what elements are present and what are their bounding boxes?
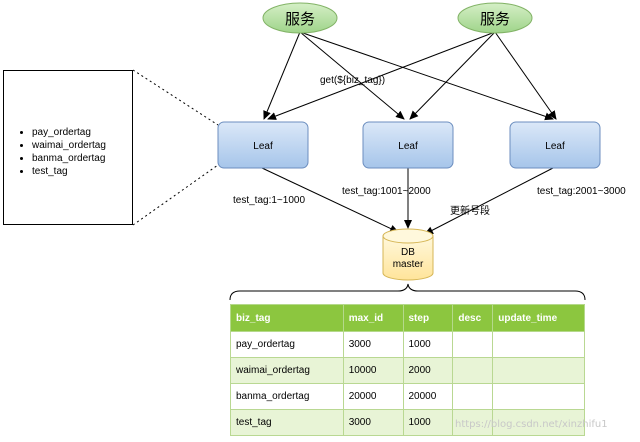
table-cell: 10000 [342, 357, 404, 384]
service-node-2: 服务 [457, 2, 533, 34]
table-cell: 1000 [402, 331, 454, 358]
list-item: test_tag [32, 165, 106, 178]
leaf2-range-label: test_tag:1001~2000 [342, 186, 431, 197]
table-cell: banma_ordertag [230, 383, 344, 410]
table-brace [229, 283, 586, 301]
column-header-max-id: max_id [342, 304, 404, 332]
arrow-service2-leaf2 [409, 31, 496, 120]
service-label: 服务 [285, 10, 315, 28]
arrow-service1-leaf1 [263, 31, 301, 120]
arrow-service1-leaf2 [299, 31, 405, 120]
table-cell: waimai_ordertag [230, 357, 344, 384]
arrow-leaf1-db [261, 167, 399, 233]
table-cell: 3000 [342, 331, 404, 358]
leaf-label: Leaf [253, 141, 273, 152]
table-row: banma_ordertag 20000 20000 [230, 383, 585, 410]
db-master-node: DB master [382, 228, 434, 281]
leaf-node-2: Leaf [362, 121, 454, 169]
table-cell: test_tag [230, 409, 344, 436]
call-label: get(${biz_tag}) [320, 75, 385, 86]
column-header-update-time: update_time [492, 304, 585, 332]
watermark: https://blog.csdn.net/xinzhifu1 [455, 419, 608, 430]
leaf3-range-label: test_tag:2001~3000 [537, 186, 626, 197]
table-row: test_tag 3000 1000 [230, 409, 585, 436]
table-cell [452, 357, 494, 384]
table-cell: 20000 [342, 383, 404, 410]
zoom-line-top [132, 69, 219, 126]
column-header-step: step [402, 304, 454, 332]
table-cell [492, 331, 585, 358]
leaf1-range-label: test_tag:1~1000 [233, 195, 305, 206]
table-row: waimai_ordertag 10000 2000 [230, 357, 585, 384]
list-item: banma_ordertag [32, 152, 106, 165]
arrow-service1-leaf3 [299, 31, 554, 121]
db-label-line1: DB [401, 247, 415, 258]
leaf-node-3: Leaf [509, 121, 601, 169]
biz-tag-list-box: pay_ordertag waimai_ordertag banma_order… [3, 70, 133, 225]
biz-tag-list: pay_ordertag waimai_ordertag banma_order… [4, 126, 106, 178]
update-segment-label: 更新号段 [450, 204, 490, 217]
table-row: pay_ordertag 3000 1000 [230, 331, 585, 358]
arrow-leaf3-db [424, 167, 554, 235]
service-node-1: 服务 [262, 2, 338, 34]
zoom-line-bottom [132, 164, 219, 226]
db-label-line2: master [393, 259, 424, 270]
table-cell: 1000 [402, 409, 454, 436]
table-cell [492, 409, 585, 436]
column-header-biz-tag: biz_tag [230, 304, 344, 332]
arrow-service2-leaf1 [267, 31, 496, 120]
table-header-row: biz_tag max_id step desc update_time [230, 304, 585, 332]
table-cell [452, 383, 494, 410]
table-cell [452, 331, 494, 358]
table-cell: 20000 [402, 383, 454, 410]
list-item: pay_ordertag [32, 126, 106, 139]
column-header-desc: desc [452, 304, 494, 332]
table-cell [492, 357, 585, 384]
service-label: 服务 [480, 10, 510, 28]
leaf-label: Leaf [398, 141, 418, 152]
table-cell: pay_ordertag [230, 331, 344, 358]
arrow-service2-leaf3 [494, 31, 557, 120]
leaf-label: Leaf [545, 141, 565, 152]
table-cell: 3000 [342, 409, 404, 436]
leaf-alloc-table: biz_tag max_id step desc update_time pay… [230, 304, 585, 436]
list-item: waimai_ordertag [32, 139, 106, 152]
table-cell [492, 383, 585, 410]
table-cell [452, 409, 494, 436]
leaf-node-1: Leaf [217, 121, 309, 169]
table-cell: 2000 [402, 357, 454, 384]
